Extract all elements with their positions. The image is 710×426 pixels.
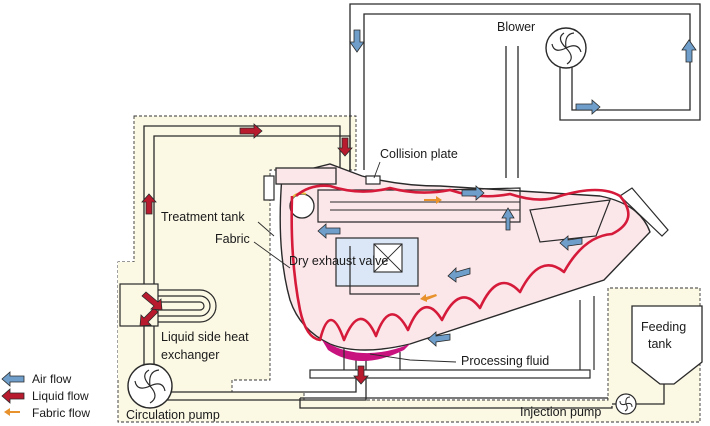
tank-support — [309, 296, 595, 379]
label-feeding-tank-line1: Feeding — [641, 320, 686, 334]
legend-fabric-flow-icon — [4, 408, 20, 416]
label-blower: Blower — [497, 20, 535, 34]
label-injection-pump: Injection pump — [520, 405, 601, 419]
treatment-tank — [263, 163, 669, 351]
legend-liquid-flow-icon — [1, 388, 25, 404]
fabric-loop — [290, 184, 630, 342]
legend-air-flow-label: Air flow — [32, 372, 72, 386]
label-heat-exchanger-line2: exchanger — [161, 348, 219, 362]
circulation-pump — [127, 363, 173, 409]
leader-lines — [253, 161, 457, 363]
blower-fan-icon — [551, 32, 582, 65]
label-fabric: Fabric — [215, 232, 250, 246]
label-treatment-tank: Treatment tank — [161, 210, 245, 224]
feeding-tank — [631, 305, 703, 385]
legend-liquid-flow-label: Liquid flow — [32, 389, 89, 403]
collision-plate — [365, 175, 381, 185]
label-collision-plate: Collision plate — [380, 147, 458, 161]
injection-pump-icon — [619, 396, 633, 412]
legend: Air flow Liquid flow Fabric flow — [1, 371, 90, 420]
blower — [545, 27, 587, 69]
circulation-pump-icon — [134, 369, 166, 404]
liquid-arrows — [139, 123, 369, 385]
air-arrows — [317, 29, 697, 347]
label-circulation-pump: Circulation pump — [126, 408, 220, 422]
fabric-arrows — [420, 196, 442, 302]
label-heat-exchanger-line1: Liquid side heat — [161, 330, 249, 344]
legend-air-flow-icon — [1, 371, 25, 387]
label-dry-exhaust-valve: Dry exhaust valve — [289, 254, 388, 268]
label-processing-fluid: Processing fluid — [461, 354, 549, 368]
legend-fabric-flow-label: Fabric flow — [32, 406, 90, 420]
label-feeding-tank-line2: tank — [648, 337, 672, 351]
injection-pump — [615, 393, 637, 415]
